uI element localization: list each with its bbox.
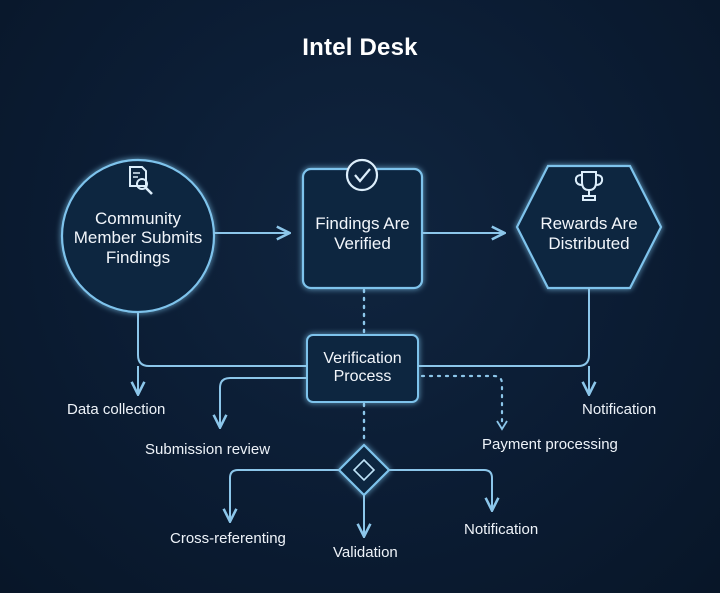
node-rewards-text: Rewards Are Distributed — [540, 214, 638, 253]
label-validation: Validation — [333, 544, 398, 561]
search-document-icon — [129, 166, 153, 195]
label-submission-review: Submission review — [145, 441, 271, 458]
node-process-text: Verification Process — [323, 349, 402, 385]
checkmark-icon — [345, 158, 379, 192]
label-cross-referencing: Cross-referenting — [170, 530, 286, 547]
arrow-head-payment — [496, 420, 508, 431]
label-payment-processing: Payment processing — [482, 436, 618, 453]
label-data-collection: Data collection — [67, 401, 166, 418]
node-rewards-label: Rewards Are Distributed — [530, 210, 648, 258]
connector-rewards-to-process — [418, 288, 590, 367]
label-notification-right: Notification — [582, 401, 657, 418]
arrow-to-notification-bottom — [389, 469, 492, 509]
node-verified-text: Findings Are Verified — [315, 214, 410, 253]
arrow-to-payment-processing — [420, 374, 504, 429]
label-notification-bottom: Notification — [464, 521, 539, 538]
page-title: Intel Desk — [302, 34, 418, 61]
node-process-shape — [306, 334, 419, 403]
node-submit-label: Community Member Submits Findings — [64, 205, 212, 271]
connector-submit-to-process — [137, 312, 307, 367]
node-process-label: Verification Process — [312, 344, 413, 392]
arrow-to-cross-referencing — [230, 469, 339, 520]
arrow-to-submission-review — [220, 377, 307, 426]
trophy-icon — [574, 171, 604, 201]
decision-diamond-shape — [337, 443, 391, 497]
node-submit-text: Community Member Submits Findings — [73, 208, 203, 267]
node-rewards-shape — [515, 164, 663, 290]
node-verified-label: Findings Are Verified — [308, 210, 417, 258]
